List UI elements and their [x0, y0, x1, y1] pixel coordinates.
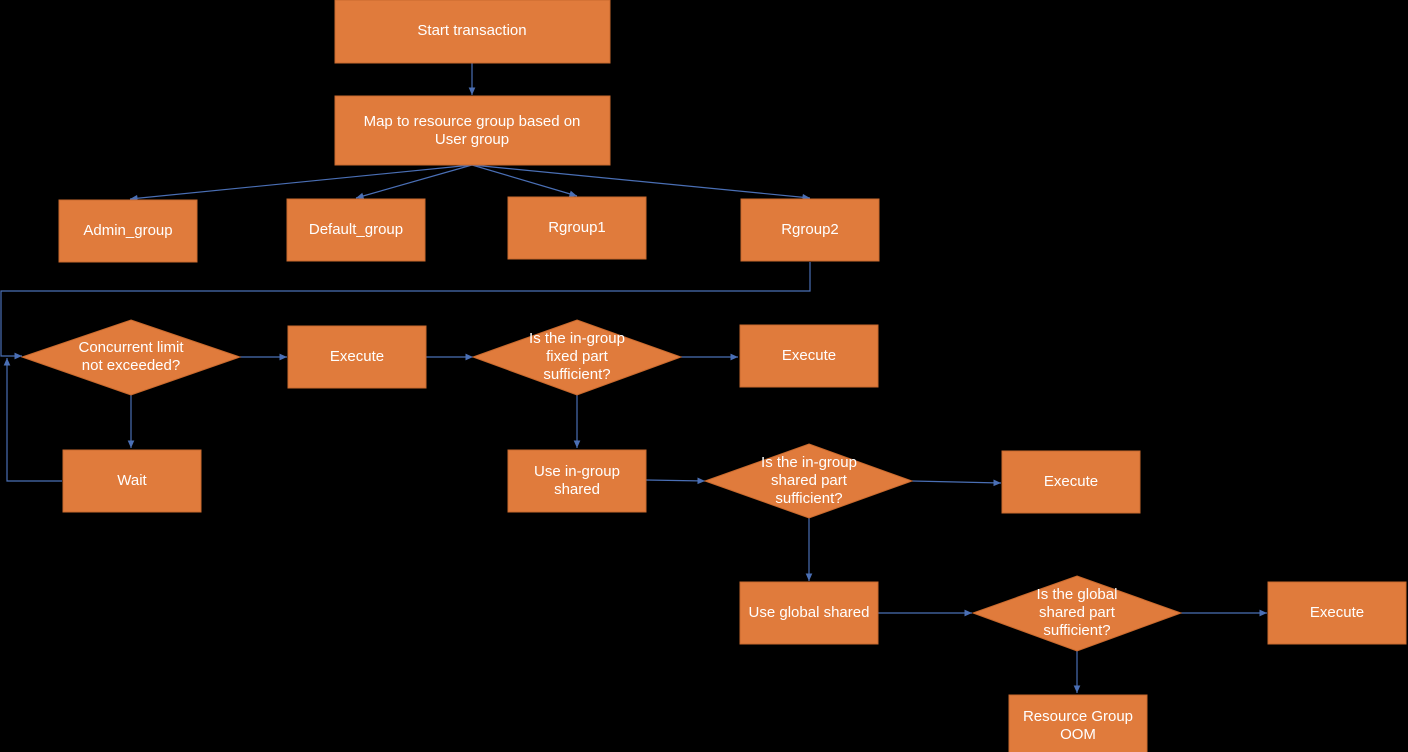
edge-rgroup2-to-concurrent-check — [0, 262, 811, 360]
node-admin-group: Admin_group — [58, 199, 198, 263]
node-label-line: Execute — [1310, 604, 1364, 621]
node-label-line: Resource Group — [1023, 708, 1133, 725]
node-execute-4: Execute — [1267, 581, 1407, 645]
edge-wait-to-concurrent-check — [3, 358, 62, 482]
node-label-line: Rgroup2 — [781, 221, 839, 238]
node-label-line: shared — [554, 481, 600, 498]
node-rgroup1: Rgroup1 — [507, 196, 647, 260]
node-label-line: shared part — [1039, 604, 1116, 621]
node-label-line: Execute — [1044, 473, 1098, 490]
node-label-line: not exceeded? — [82, 357, 180, 374]
node-label-line: Map to resource group based on — [364, 113, 581, 130]
node-label-line: fixed part — [546, 348, 609, 365]
edge-shared-check-to-execute — [911, 479, 1002, 487]
node-label-line: OOM — [1060, 726, 1096, 743]
node-execute-3: Execute — [1001, 450, 1141, 514]
node-label-line: Execute — [782, 347, 836, 364]
edge-map-to-rgroup2 — [471, 164, 811, 201]
node-label-line: sufficient? — [543, 366, 610, 383]
edge-map-to-default-group — [355, 164, 473, 200]
node-label-line: sufficient? — [775, 490, 842, 507]
edge-map-to-rgroup1 — [471, 164, 578, 198]
edge-map-to-admin-group — [129, 164, 473, 202]
node-use-global-shared: Use global shared — [739, 581, 879, 645]
node-label-line: Concurrent limit — [78, 339, 184, 356]
node-label-line: Execute — [330, 348, 384, 365]
node-execute-2: Execute — [739, 324, 879, 388]
node-label-line: Is the in-group — [761, 454, 857, 471]
node-execute-1: Execute — [287, 325, 427, 389]
node-label-line: Default_group — [309, 221, 403, 238]
node-rgroup2: Rgroup2 — [740, 198, 880, 262]
node-label-line: Use global shared — [749, 604, 870, 621]
node-label-line: Is the in-group — [529, 330, 625, 347]
edge-use-ingroup-shared-to-shared-check — [645, 477, 706, 485]
node-label-line: sufficient? — [1043, 622, 1110, 639]
node-label-line: Use in-group — [534, 463, 620, 480]
node-label-line: User group — [435, 131, 509, 148]
node-label-line: Admin_group — [83, 222, 172, 239]
node-label-line: Start transaction — [417, 22, 526, 39]
node-label-line: Wait — [117, 472, 147, 489]
node-label-line: Rgroup1 — [548, 219, 606, 236]
node-default-group: Default_group — [286, 198, 426, 262]
node-wait: Wait — [62, 449, 202, 513]
node-label-line: Is the global — [1037, 586, 1118, 603]
node-label-line: shared part — [771, 472, 848, 489]
node-start-transaction: Start transaction — [334, 0, 611, 64]
